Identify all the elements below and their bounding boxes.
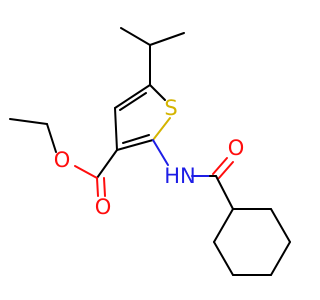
bond-c3-c2-inner — [122, 134, 150, 144]
bond-cy-3-4 — [270, 241, 291, 276]
bond-ether-o-ch2 — [46, 123, 57, 153]
cyclohexane-ring — [213, 208, 291, 276]
bond-c2-nh — [152, 139, 169, 166]
bond-cy-5-6 — [213, 241, 234, 276]
sulfur-atom-label: S — [164, 96, 177, 120]
bond-ch2-ch3 — [9, 118, 48, 125]
bond-c4-c3 — [114, 107, 118, 151]
bond-ester-carbonyl-b — [103, 177, 106, 197]
ester-carbonyl-oxygen-atom-label: O — [95, 195, 112, 219]
bond-c5-c4 — [114, 84, 151, 109]
ethyl-ester-group — [9, 118, 118, 197]
bond-cy-2-3 — [270, 208, 291, 243]
amide-oxygen-atom-label: O — [228, 136, 245, 160]
bond-c5-s — [149, 84, 166, 101]
bond-cy-6-1 — [213, 208, 234, 243]
thiophene-ring — [114, 84, 171, 151]
bond-ester-carbon-ether-o — [74, 165, 98, 179]
bond-s-c2 — [152, 117, 171, 141]
amide-group — [152, 139, 234, 210]
bond-isopropyl-right-methyl — [149, 32, 185, 46]
bond-amide-carbonyl-a — [212, 157, 228, 175]
bond-amide-carbonyl-b — [218, 161, 234, 179]
ester-ether-oxygen-atom-label: O — [54, 148, 71, 172]
bond-ester-carbonyl-a — [96, 177, 99, 197]
bond-c3-ester-carbon — [96, 149, 118, 179]
nitrogen-atom-label: HN — [164, 164, 196, 188]
isopropyl-group — [120, 27, 185, 86]
bond-carbonyl-to-cyclohexyl — [215, 175, 234, 210]
bond-c3-c2 — [116, 139, 154, 151]
molecule-structure: S HN O O O — [9, 27, 291, 276]
bond-c5-c4-inner — [119, 92, 147, 111]
atom-labels: S HN O O O — [54, 96, 245, 219]
bond-isopropyl-left-methyl — [120, 27, 151, 46]
